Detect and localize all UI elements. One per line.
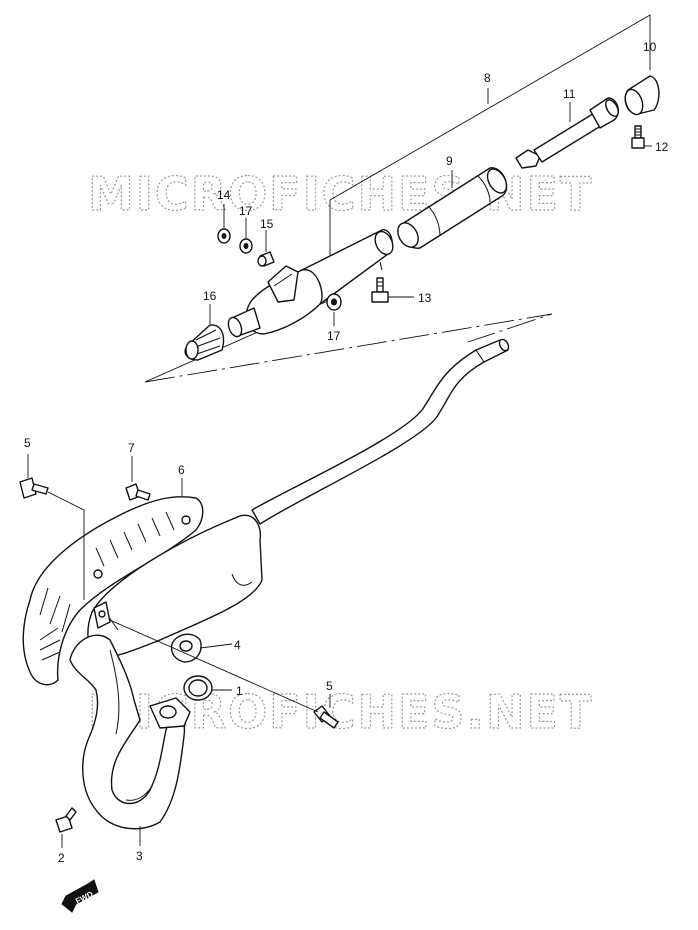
muffler-mount-bracket — [93, 601, 111, 629]
label-part-16: 16 — [203, 289, 217, 303]
part-12-bolt[interactable] — [631, 125, 645, 149]
part-17-washer-lower[interactable] — [326, 293, 342, 311]
label-part-17-lower: 17 — [327, 329, 341, 343]
label-part-9: 9 — [446, 154, 453, 168]
label-part-1: 1 — [236, 684, 243, 698]
label-part-4: 4 — [234, 638, 241, 652]
label-part-17-upper: 17 — [239, 204, 253, 218]
fwd-arrow-icon: FWD — [61, 879, 99, 913]
part-11-tail-pipe[interactable] — [515, 97, 621, 169]
part-13-bolt[interactable] — [371, 277, 389, 303]
label-part-12: 12 — [655, 140, 669, 154]
leader-lines — [27, 66, 652, 848]
part-4-grommet[interactable] — [170, 633, 202, 663]
label-part-14: 14 — [217, 188, 231, 202]
part-5-bolt-lower[interactable] — [313, 705, 339, 729]
part-16-cushion[interactable] — [184, 324, 225, 361]
part-3-exhaust-pipe[interactable] — [69, 634, 191, 830]
label-part-3: 3 — [136, 849, 143, 863]
label-part-7: 7 — [128, 441, 135, 455]
label-part-13: 13 — [418, 291, 432, 305]
label-part-5-lower: 5 — [326, 679, 333, 693]
part-17-washer-upper[interactable] — [239, 238, 253, 254]
part-10-end-cap[interactable] — [622, 75, 660, 117]
label-part-11: 11 — [563, 87, 576, 101]
part-8-silencer-body[interactable] — [226, 229, 396, 339]
part-15-collar[interactable] — [257, 251, 275, 267]
label-part-15: 15 — [260, 217, 274, 231]
label-part-5-upper: 5 — [24, 436, 31, 450]
part-5-bolt-upper[interactable] — [19, 477, 49, 499]
part-9-tube[interactable] — [394, 166, 511, 251]
part-1-gasket[interactable] — [183, 675, 213, 701]
part-number-labels: 10 8 11 12 9 14 17 15 16 13 17 5 7 6 4 5… — [24, 40, 669, 865]
label-part-10: 10 — [643, 40, 657, 54]
label-part-6: 6 — [178, 463, 185, 477]
muffler-tail-tube — [251, 338, 510, 525]
label-part-2: 2 — [58, 851, 65, 865]
part-14-washer[interactable] — [217, 228, 231, 244]
part-7-bolt[interactable] — [125, 483, 151, 501]
label-part-8: 8 — [484, 71, 491, 85]
part-2-bolt[interactable] — [55, 807, 77, 833]
